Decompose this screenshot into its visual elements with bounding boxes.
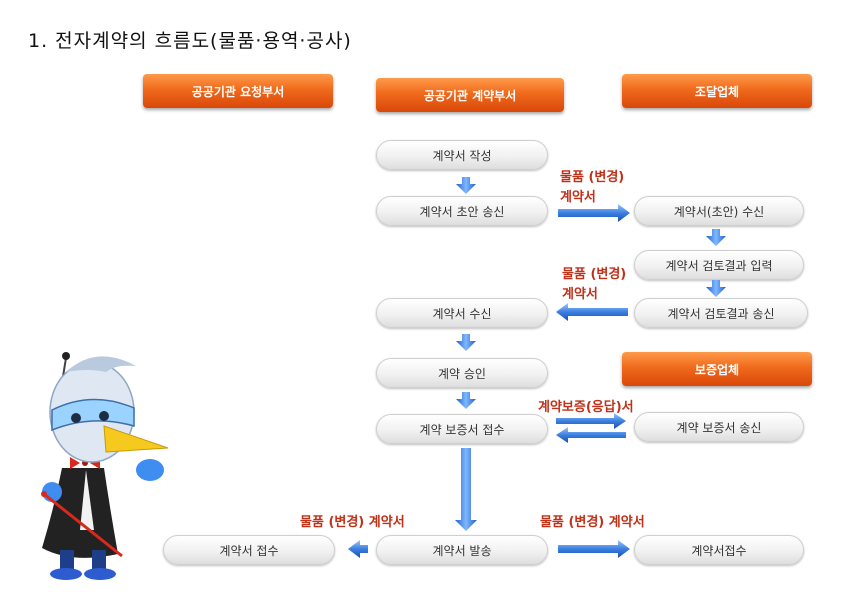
step-approve: 계약 승인 <box>376 358 548 388</box>
right-arrow-icon <box>558 540 630 558</box>
header-guarantor: 보증업체 <box>622 352 812 386</box>
step-draft: 계약서 작성 <box>376 140 548 170</box>
label-change-contract-2-line1: 물품 (변경) <box>562 267 627 282</box>
label-change-contract-1-line2: 계약서 <box>560 190 596 205</box>
step-receive-contract: 계약서 수신 <box>376 298 548 328</box>
header-requesting-dept: 공공기관 요청부서 <box>143 74 333 108</box>
step-supplier-accept: 계약서접수 <box>634 535 804 565</box>
down-arrow-icon <box>456 392 476 409</box>
header-contract-dept: 공공기관 계약부서 <box>376 78 564 112</box>
step-issue-contract: 계약서 발송 <box>376 535 548 565</box>
down-arrow-icon <box>456 334 476 351</box>
right-arrow-icon <box>558 204 630 222</box>
label-change-contract-1-line1: 물품 (변경) <box>560 170 625 185</box>
down-arrow-icon <box>706 229 726 246</box>
long-down-arrow-icon <box>455 448 477 531</box>
step-send-review: 계약서 검토결과 송신 <box>634 298 808 328</box>
step-accept-contract: 계약서 접수 <box>163 535 335 565</box>
mascot-bird-icon <box>41 352 169 580</box>
right-arrow-icon <box>556 413 626 429</box>
left-arrow-icon <box>556 303 628 321</box>
header-supplier: 조달업체 <box>622 74 812 108</box>
left-arrow-icon <box>348 540 368 558</box>
step-receive-guarantee: 계약 보증서 접수 <box>376 414 548 444</box>
down-arrow-icon <box>706 280 726 297</box>
page-title: 1. 전자계약의 흐름도(물품·용역·공사) <box>28 30 352 52</box>
label-change-contract-2-line2: 계약서 <box>562 287 598 302</box>
label-change-contract-left: 물품 (변경) 계약서 <box>300 515 405 530</box>
step-send-guarantee: 계약 보증서 송신 <box>634 412 804 442</box>
down-arrow-icon <box>456 177 476 194</box>
left-arrow-icon <box>556 427 626 443</box>
label-change-contract-right: 물품 (변경) 계약서 <box>540 515 645 530</box>
label-guarantee-response: 계약보증(응답)서 <box>538 400 634 415</box>
step-enter-review: 계약서 검토결과 입력 <box>634 250 804 280</box>
step-send-draft: 계약서 초안 송신 <box>376 196 548 226</box>
step-receive-draft: 계약서(초안) 수신 <box>634 196 804 226</box>
